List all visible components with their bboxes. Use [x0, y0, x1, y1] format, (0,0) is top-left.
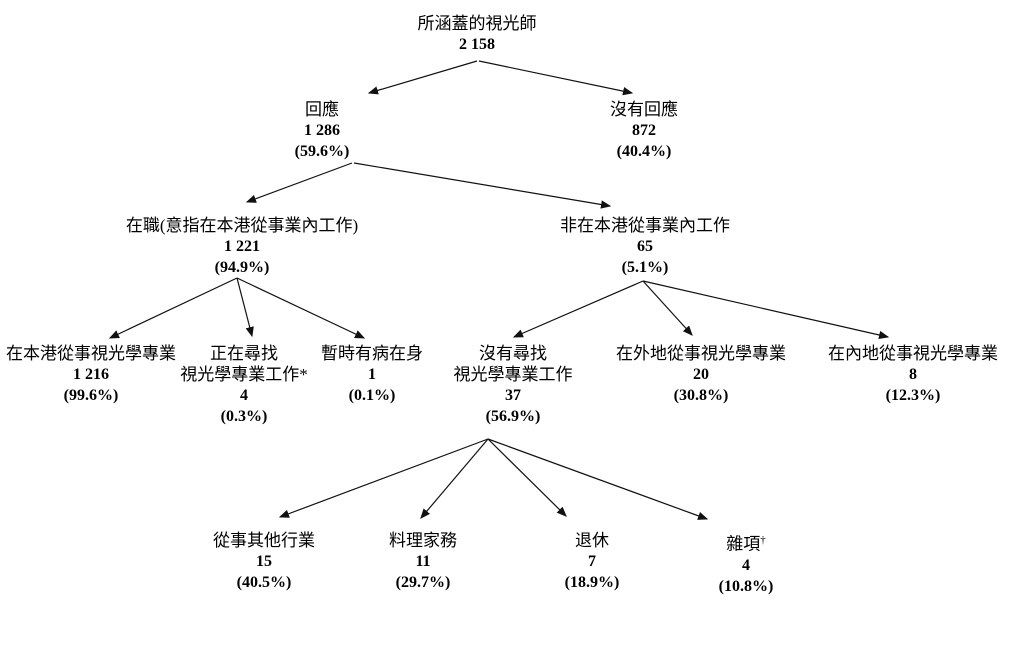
node-responded-pct: (59.6%)	[294, 143, 350, 160]
arrow-notinhk-overseas	[642, 280, 693, 336]
node-practising-overseas: 在外地從事視光學專業 20 (30.8%)	[616, 343, 786, 406]
node-not-seeking-work: 沒有尋找 視光學專業工作 37 (56.9%)	[454, 343, 573, 427]
node-not-responded-value: 872	[632, 122, 656, 139]
node-practising-hk-pct: (99.6%)	[63, 387, 119, 404]
node-housework-pct: (29.7%)	[395, 574, 451, 591]
node-miscellaneous-value: 4	[742, 556, 750, 574]
arrow-notinhk-not-seeking	[512, 280, 644, 338]
arrow-responded-not-in-hk	[353, 162, 612, 209]
node-responded: 回應 1 286 (59.6%)	[295, 99, 350, 162]
node-seeking-work-pct: (0.3%)	[220, 408, 268, 425]
node-not-in-hk-practice-label: 非在本港從事業內工作	[560, 216, 730, 235]
arrow-active-seeking-work	[236, 277, 254, 338]
node-not-seeking-work-value: 37	[505, 387, 521, 404]
node-not-in-hk-practice: 非在本港從事業內工作 65 (5.1%)	[560, 215, 730, 278]
node-active-pct: (94.9%)	[214, 259, 270, 276]
node-practising-mainland-value: 8	[909, 366, 917, 383]
node-practising-mainland: 在內地從事視光學專業 8 (12.3%)	[828, 343, 998, 406]
arrow-responded-active	[245, 162, 353, 203]
node-active-value: 1 221	[223, 238, 260, 255]
arrow-root-responded	[367, 60, 478, 95]
node-miscellaneous: 雜項† 4 (10.8%)	[719, 530, 774, 597]
node-not-responded-label: 沒有回應	[610, 100, 678, 119]
node-sick-leave-value: 1	[368, 366, 376, 383]
node-seeking-work: 正在尋找 視光學專業工作* 4 (0.3%)	[180, 343, 308, 427]
node-retired-label: 退休	[575, 531, 609, 550]
node-responded-value: 1 286	[304, 122, 340, 139]
node-sick-leave-label: 暫時有病在身	[321, 344, 423, 363]
node-miscellaneous-label: 雜項†	[719, 530, 774, 555]
arrow-notseeking-retired	[487, 438, 567, 517]
node-practising-mainland-label: 在內地從事視光學專業	[828, 344, 998, 363]
node-seeking-work-value: 4	[240, 387, 248, 404]
node-retired-value: 7	[588, 553, 596, 570]
node-active-label: 在職(意指在本港從事業內工作)	[125, 216, 359, 235]
node-root-label: 所涵蓋的視光師	[417, 14, 537, 33]
node-sick-leave-pct: (0.1%)	[348, 387, 396, 404]
arrow-active-practising-hk	[108, 277, 238, 339]
arrow-root-not-responded	[478, 60, 634, 96]
node-practising-mainland-pct: (12.3%)	[885, 387, 941, 404]
node-not-responded: 沒有回應 872 (40.4%)	[610, 99, 678, 162]
node-practising-hk-value: 1 216	[73, 366, 109, 383]
node-seeking-work-label-line1: 正在尋找	[210, 344, 278, 363]
node-not-in-hk-practice-value: 65	[637, 238, 653, 255]
node-not-seeking-work-pct: (56.9%)	[485, 408, 541, 425]
node-sick-leave: 暫時有病在身 1 (0.1%)	[321, 343, 423, 406]
node-miscellaneous-label-text: 雜項	[726, 534, 761, 554]
node-housework-label: 料理家務	[389, 531, 457, 550]
node-practising-overseas-pct: (30.8%)	[673, 387, 729, 404]
node-not-responded-pct: (40.4%)	[616, 143, 672, 160]
node-seeking-work-label-line2: 視光學專業工作*	[180, 365, 308, 384]
node-retired: 退休 7 (18.9%)	[565, 530, 620, 593]
node-root: 所涵蓋的視光師 2 158	[418, 13, 537, 55]
node-other-industry-value: 15	[256, 553, 272, 570]
node-practising-overseas-label: 在外地從事視光學專業	[616, 344, 786, 363]
node-retired-pct: (18.9%)	[564, 574, 620, 591]
node-practising-hk-label: 在本港從事視光學專業	[6, 344, 176, 363]
node-other-industry-pct: (40.5%)	[236, 574, 292, 591]
node-housework: 料理家務 11 (29.7%)	[389, 530, 457, 593]
arrow-notseeking-housework	[420, 438, 489, 519]
node-other-industry: 從事其他行業 15 (40.5%)	[213, 530, 315, 593]
node-root-value: 2 158	[459, 36, 495, 53]
arrow-active-sick-leave	[236, 277, 366, 339]
arrow-notseeking-misc	[487, 438, 709, 520]
node-responded-label: 回應	[305, 100, 339, 119]
node-other-industry-label: 從事其他行業	[213, 531, 315, 550]
dagger-footnote-mark: †	[760, 534, 766, 546]
node-practising-overseas-value: 20	[693, 366, 709, 383]
arrow-notinhk-mainland	[642, 280, 890, 340]
node-not-seeking-work-label-line1: 沒有尋找	[479, 344, 547, 363]
node-active: 在職(意指在本港從事業內工作) 1 221 (94.9%)	[126, 215, 358, 278]
node-not-in-hk-practice-pct: (5.1%)	[621, 259, 669, 276]
arrow-notseeking-other-industry	[278, 438, 489, 518]
node-housework-value: 11	[415, 553, 431, 570]
node-miscellaneous-pct: (10.8%)	[718, 577, 774, 595]
node-not-seeking-work-label-line2: 視光學專業工作	[453, 365, 573, 384]
node-practising-hk: 在本港從事視光學專業 1 216 (99.6%)	[6, 343, 176, 406]
